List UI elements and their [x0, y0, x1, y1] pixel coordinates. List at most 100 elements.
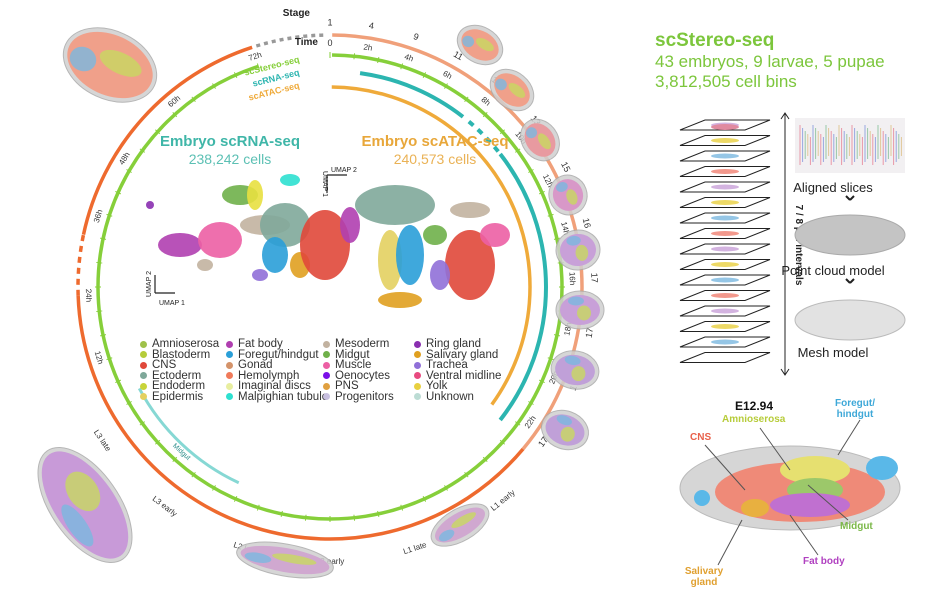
legend-label: Ectoderm — [152, 369, 202, 382]
umap-cluster — [300, 210, 350, 280]
stage-label: 17 — [589, 273, 599, 283]
tick — [233, 72, 238, 79]
embryo-3d-thumbnail — [489, 68, 535, 112]
umap-cluster — [430, 260, 450, 290]
legend-label: Epidermis — [152, 390, 204, 403]
embryo-3d-thumbnail — [548, 174, 588, 216]
legend-swatch — [323, 382, 330, 390]
embryo-3d-thumbnail — [555, 229, 601, 271]
embryo-tissue — [272, 553, 317, 565]
embryo-tissue — [537, 133, 551, 150]
slice-tissue — [711, 153, 739, 159]
stage-ring-dotted — [255, 33, 326, 48]
tick — [553, 237, 560, 240]
stage-label: 1 — [327, 17, 332, 27]
tick — [514, 148, 521, 153]
umap-cluster — [146, 201, 154, 209]
tick — [464, 471, 469, 478]
legend-item: Foregut/hindgut — [226, 349, 323, 361]
slice-tissue — [711, 231, 739, 236]
slice-tissue — [711, 277, 739, 283]
stage-header: Stage — [283, 8, 311, 19]
legend-swatch — [226, 340, 233, 348]
time-label: 2h — [363, 42, 373, 52]
tick — [482, 456, 488, 462]
stereo-summary: 43 embryos, 9 larvae, 5 pupae 3,812,505 … — [655, 52, 885, 92]
interval-label: 7 / 8 µm intervals — [793, 205, 804, 286]
embryo-stage-label: E12.94 — [735, 399, 774, 413]
embryo-tissue — [99, 49, 142, 77]
embryo-tissue — [525, 127, 538, 139]
tick — [547, 357, 554, 361]
pupal-time-label: 12h — [93, 350, 106, 365]
callout-line — [789, 514, 819, 556]
label-amnioserosa: Amnioserosa — [722, 414, 786, 425]
legend-label: PNS — [335, 380, 359, 392]
legend-swatch — [414, 361, 421, 369]
tick — [212, 83, 216, 89]
legend-swatch — [226, 393, 233, 401]
tick — [538, 190, 545, 195]
tick — [126, 169, 132, 173]
umap-cluster — [247, 180, 263, 210]
tick — [126, 401, 132, 405]
legend-label: Salivary gland — [426, 348, 499, 361]
slice-tissue — [711, 293, 739, 298]
legend-label: Progenitors — [335, 390, 394, 403]
slice-tissue — [711, 246, 739, 252]
tick — [538, 379, 545, 384]
legend-item: Epidermis — [140, 390, 226, 403]
umap-axes — [326, 174, 347, 193]
legend-label: Endoderm — [152, 380, 206, 392]
pupal-time-label: 24h — [84, 289, 93, 303]
slice-tissue — [711, 200, 739, 205]
legend-label: Gonad — [238, 359, 273, 371]
slice-tissue — [711, 169, 739, 174]
legend-label: Imaginal discs — [238, 380, 311, 392]
tick — [100, 334, 107, 337]
foregut-region — [866, 456, 898, 480]
legend-item: Blastoderm — [140, 349, 226, 361]
embryo-tissue — [566, 189, 578, 205]
legend-item: Fat body — [226, 339, 323, 350]
legend-swatch — [323, 393, 330, 401]
legend-label: Mesoderm — [335, 338, 390, 350]
legend-swatch — [414, 393, 421, 401]
tick — [280, 510, 283, 517]
pupal-time-label: 60h — [166, 94, 182, 109]
embryo-tissue — [575, 244, 589, 261]
tick — [96, 261, 103, 264]
umap-axes — [154, 275, 175, 294]
tick — [233, 495, 238, 502]
legend-swatch — [140, 372, 147, 380]
embryo-3d-thumbnail — [555, 290, 605, 330]
legend-item: Yolk — [414, 381, 504, 392]
stage-ring-larva — [76, 295, 525, 541]
embryo-tissue — [61, 504, 94, 547]
tick — [377, 510, 380, 517]
legend-swatch — [140, 340, 147, 348]
tick — [514, 421, 521, 426]
tick — [444, 485, 448, 491]
tick — [422, 495, 427, 502]
legend-label: Amnioserosa — [152, 338, 220, 350]
slice-tissue — [711, 308, 739, 314]
embryo-tissue — [65, 471, 101, 512]
legend-swatch — [140, 393, 147, 401]
time-label: 16h — [568, 272, 577, 286]
legend-label: Midgut — [335, 348, 370, 361]
legend-item: Gonad — [226, 360, 323, 371]
embryo-tissue — [577, 305, 591, 321]
point-cloud-image — [794, 214, 906, 256]
tick — [191, 96, 196, 103]
umap-cluster — [260, 203, 310, 247]
tick — [304, 514, 307, 521]
umap-cluster — [445, 230, 495, 300]
callout-line — [717, 519, 743, 566]
tick — [528, 401, 534, 405]
time-label: 18h — [562, 322, 573, 337]
embryo-tissue — [556, 415, 572, 426]
midgut-track — [137, 387, 240, 485]
legend-label: Yolk — [426, 380, 448, 392]
